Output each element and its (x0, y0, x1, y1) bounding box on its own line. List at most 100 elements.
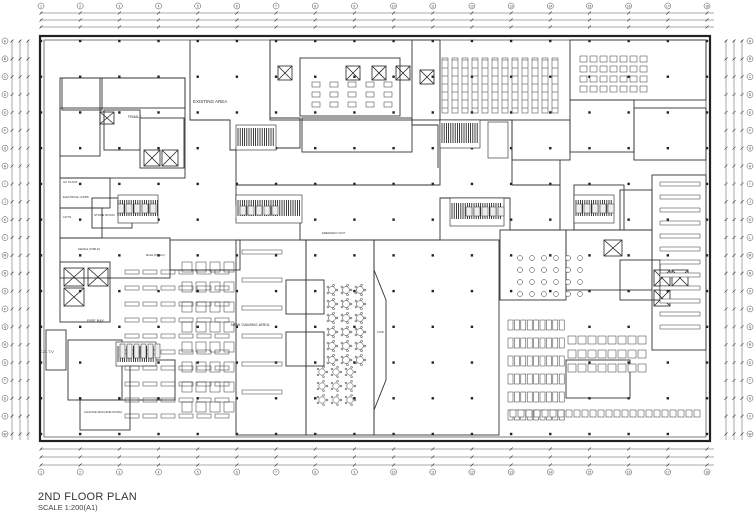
chair (349, 316, 353, 320)
grid-bubble-row-label: S (4, 361, 6, 365)
chair (332, 293, 335, 297)
slot-seat (533, 391, 539, 403)
dimension-tick (235, 447, 239, 451)
chair (360, 297, 363, 301)
grid-bubble-row-label: O (4, 289, 7, 293)
grid-bubble-row (746, 430, 754, 438)
slot-seat (597, 349, 607, 359)
machine-bank (142, 317, 158, 323)
slot-seat (587, 363, 597, 373)
gym-equipment (517, 267, 523, 273)
dimension-tick (740, 128, 744, 133)
chair (354, 285, 358, 289)
structural-column (627, 218, 630, 221)
grid-bubble-row-label: C (4, 75, 7, 79)
slot-seat (514, 373, 520, 385)
chair (363, 288, 367, 292)
machine-bank (124, 333, 140, 339)
chair (360, 353, 363, 357)
chair (322, 394, 325, 397)
dimension-tick (724, 200, 728, 204)
grid-bubble-row-label: D (749, 93, 752, 97)
gym-equipment (577, 291, 583, 297)
machine-bay-row (541, 57, 549, 114)
machine-bank (241, 249, 283, 255)
top-dimension-lines (40, 12, 714, 28)
structural-column (705, 39, 709, 43)
drawing-scale: SCALE 1:200(A1) (38, 503, 98, 512)
structural-column (196, 39, 199, 43)
chair (360, 283, 363, 287)
machine-bank (178, 413, 194, 419)
structural-column (431, 254, 434, 257)
structural-column (118, 289, 121, 293)
grid-bubble-row (746, 305, 754, 313)
dimension-tick (740, 164, 744, 168)
chair (332, 311, 335, 315)
lift-shaft-cross (161, 149, 179, 167)
chair (363, 316, 367, 320)
machine-unit (583, 203, 591, 214)
grid-bubble-row-label: T (4, 379, 6, 383)
chair (349, 288, 353, 292)
dimension-tick (26, 378, 30, 383)
round-table (342, 328, 350, 336)
chair (326, 333, 330, 337)
grid-bubble-row-label: L (4, 236, 6, 240)
dimension-tick (18, 414, 22, 418)
structural-column (235, 111, 239, 114)
dimension-tick (740, 396, 744, 400)
dimension-tick (740, 75, 744, 79)
machine-bank (196, 365, 212, 371)
dimension-tick (195, 18, 200, 22)
machine-bank (181, 321, 193, 333)
grid-bubble-col-label: 13 (509, 470, 513, 474)
chair (346, 349, 349, 353)
grid-bubble-col (703, 468, 711, 476)
structural-column (588, 75, 591, 78)
structural-column (705, 432, 709, 436)
dimension-tick (587, 18, 592, 22)
chair (326, 341, 330, 345)
machine-bay-row (501, 57, 509, 114)
desk (599, 75, 608, 83)
slot-seat (617, 335, 627, 345)
chair (349, 344, 353, 348)
chair (354, 327, 358, 331)
dimension-tick (156, 463, 161, 467)
slot-seat (507, 355, 514, 367)
grid-bubble-col (468, 2, 476, 10)
structural-column (196, 432, 199, 436)
grid-bubble-row-label: U (4, 397, 7, 401)
structural-column (666, 361, 670, 364)
label-ac-plant: AC PLANT (63, 180, 78, 184)
grid-bubble-row (746, 55, 754, 63)
gym-equipment (541, 279, 547, 285)
dimension-tick (724, 146, 728, 150)
dimension-tick (195, 447, 200, 451)
dimension-tick (724, 360, 728, 365)
desk (579, 65, 588, 73)
slot-seat (558, 373, 565, 385)
grid-bubble-row-label: C (749, 75, 752, 79)
dimension-tick (509, 455, 513, 459)
structural-column (509, 182, 513, 186)
grid-bubble-row (1, 198, 9, 206)
grid-bubble-col (351, 468, 358, 476)
dimension-tick (470, 25, 474, 29)
machine-bank (209, 321, 221, 333)
dimension-tick (26, 217, 30, 222)
dimension-tick (724, 128, 728, 133)
dimension-tick (10, 289, 14, 293)
label-electrical-cupbd: ELECTRICAL CUPBD (63, 195, 89, 199)
dimension-tick (78, 455, 82, 459)
structural-column (274, 397, 278, 400)
lift-shaft-cross (345, 65, 361, 81)
dimension-tick (509, 25, 513, 29)
chair (344, 381, 348, 385)
dimension-tick (352, 455, 357, 459)
grid-bubble-row (1, 359, 9, 366)
dimension-tick (626, 11, 631, 15)
slot-seat (645, 409, 653, 418)
lift-shaft (277, 65, 293, 81)
